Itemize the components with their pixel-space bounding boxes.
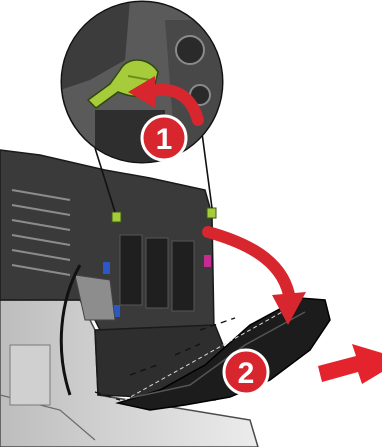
direction-arrow bbox=[318, 344, 382, 384]
step-2-label: 2 bbox=[238, 357, 255, 390]
step-1-label: 1 bbox=[156, 123, 173, 156]
removal-arrow bbox=[208, 232, 306, 325]
step-1-badge: 1 bbox=[142, 116, 186, 160]
step-2-badge: 2 bbox=[224, 350, 268, 394]
